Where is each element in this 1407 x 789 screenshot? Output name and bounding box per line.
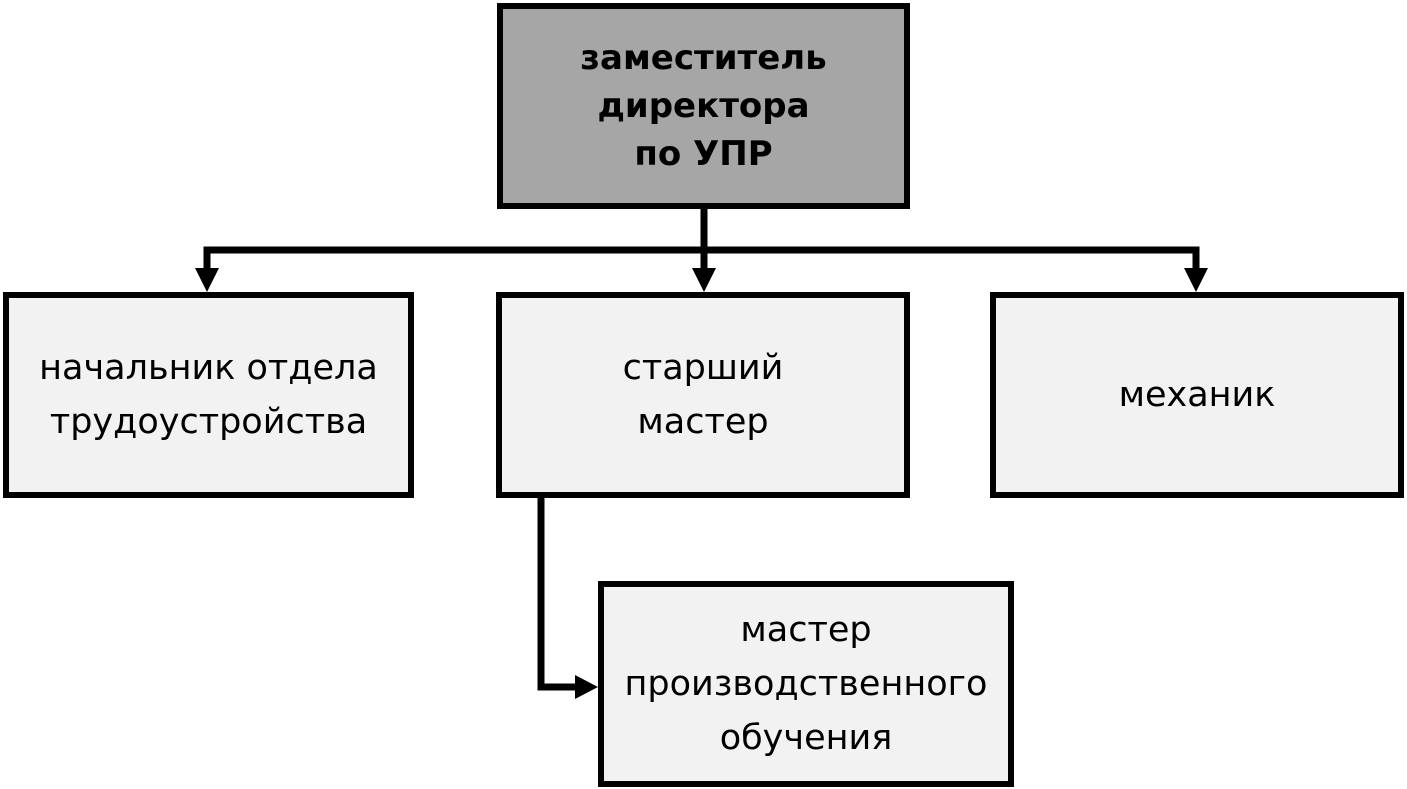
- node-label-line: заместитель: [580, 38, 827, 78]
- node-label: механик: [1119, 368, 1276, 422]
- arrowhead-senior-master: [692, 268, 716, 292]
- node-mechanic: механик: [990, 292, 1404, 498]
- node-senior-master: старший мастер: [496, 292, 910, 498]
- node-label: старший мастер: [623, 341, 784, 449]
- node-deputy-director: заместитель директора по УПР: [497, 3, 910, 209]
- node-label: начальник отдела трудоустройства: [39, 341, 378, 449]
- connector-senior-to-production-master: [537, 494, 580, 691]
- node-label: мастер производственного обучения: [625, 603, 988, 765]
- node-label-line: по УПР: [634, 134, 773, 174]
- node-label-line: механик: [1118, 375, 1276, 415]
- arrowhead-production-master: [575, 675, 598, 699]
- arrowhead-head-of-employment: [195, 268, 219, 292]
- node-label-line: старший: [622, 348, 784, 388]
- node-label: заместитель директора по УПР: [580, 34, 826, 178]
- node-label-line: обучения: [719, 718, 893, 758]
- node-label-line: трудоустройства: [49, 402, 368, 442]
- node-production-training-master: мастер производственного обучения: [598, 581, 1014, 787]
- node-label-line: директора: [597, 86, 810, 126]
- node-head-of-employment: начальник отдела трудоустройства: [3, 292, 414, 498]
- node-label-line: мастер: [637, 402, 769, 442]
- arrowhead-mechanic: [1184, 268, 1208, 292]
- node-label-line: начальник отдела: [39, 348, 378, 388]
- node-label-line: производственного: [624, 664, 988, 704]
- node-label-line: мастер: [740, 610, 872, 650]
